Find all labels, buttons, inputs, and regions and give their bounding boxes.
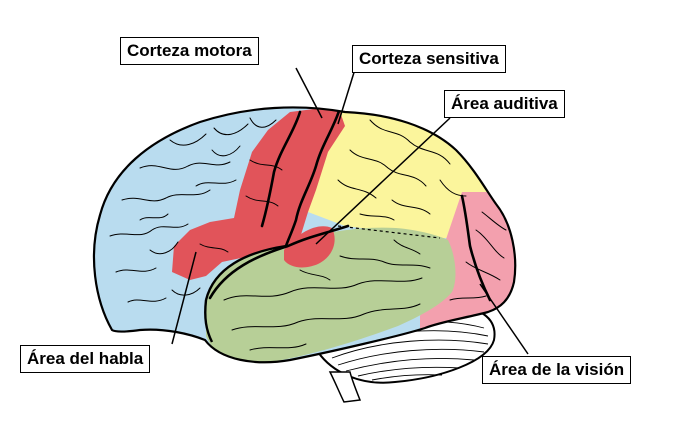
- label-auditory-area: Área auditiva: [444, 90, 565, 118]
- label-motor-cortex: Corteza motora: [120, 37, 259, 65]
- central-sulcus: [284, 107, 342, 248]
- auditory-area: [284, 226, 335, 268]
- leader-vision: [479, 283, 529, 355]
- brain-outline: [92, 106, 517, 364]
- precentral-sulcus: [260, 110, 302, 228]
- leader-sensory: [337, 65, 357, 125]
- label-vision-area: Área de la visión: [482, 356, 632, 384]
- leader-auditory: [315, 117, 451, 245]
- leader-speech: [171, 251, 197, 345]
- temporal-lobe: [206, 227, 456, 363]
- label-sensory-cortex: Corteza sensitiva: [352, 45, 506, 73]
- motor-cortex: [172, 107, 345, 280]
- occipital-lobe: [420, 192, 516, 363]
- label-speech-area: Área del habla: [20, 345, 151, 373]
- temporal-parietal-boundary: [337, 225, 441, 239]
- leader-motor: [295, 67, 323, 119]
- parieto-occipital-sulcus: [460, 194, 492, 302]
